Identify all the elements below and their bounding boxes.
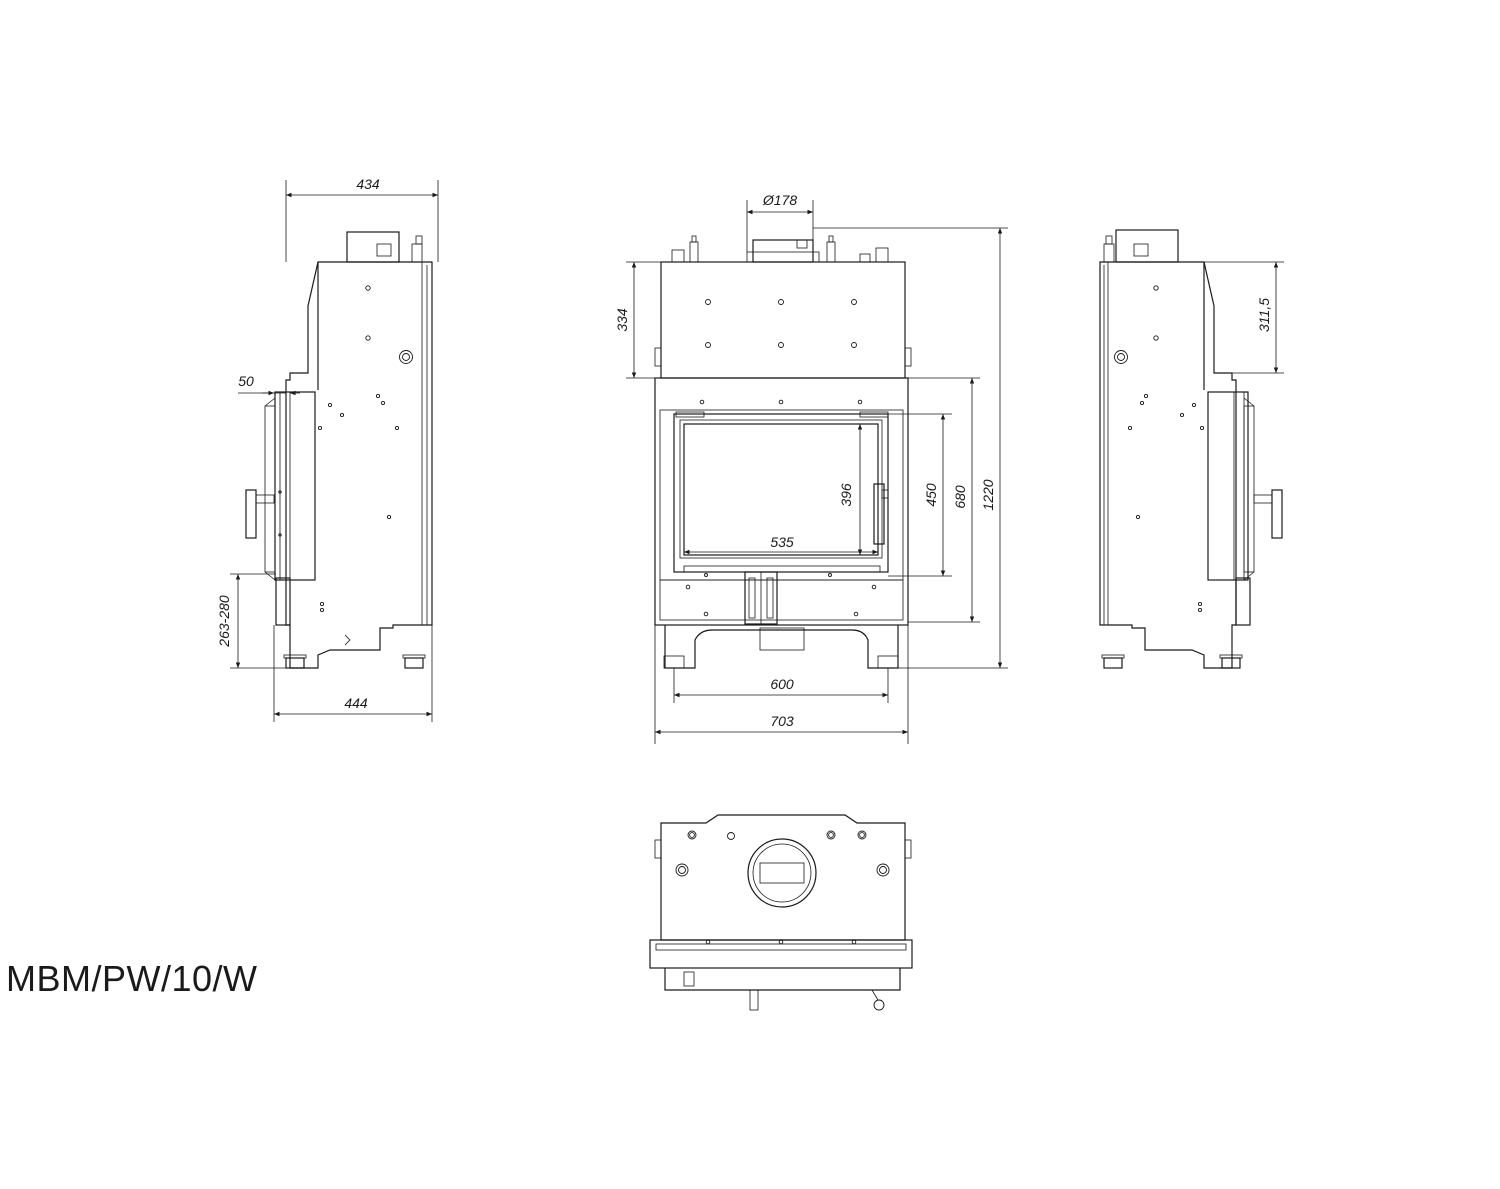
right-side-dimensions: 311,5 <box>1204 261 1284 374</box>
dim-total-height: 1220 <box>980 479 996 510</box>
dim-total-width: 703 <box>770 713 794 729</box>
right-side-view <box>1099 229 1283 669</box>
left-side-view <box>245 231 433 669</box>
model-name: MBM/PW/10/W <box>6 958 258 999</box>
dim-glass-height: 396 <box>838 483 854 507</box>
dim-side-depth-bottom: 444 <box>344 695 368 711</box>
dim-right-top-height: 311,5 <box>1256 298 1272 332</box>
front-dimensions: Ø178 334 396 450 680 1220 535 600 703 <box>614 192 1008 744</box>
left-side-dimensions: 434 50 263-280 444 <box>216 176 439 722</box>
dim-leg-spacing: 600 <box>770 676 794 692</box>
dim-top-section-height: 334 <box>614 308 630 332</box>
dim-glass-width: 535 <box>770 534 794 550</box>
top-view <box>649 814 913 1011</box>
dim-flue-diameter: Ø178 <box>762 192 797 208</box>
dim-door-height: 450 <box>923 483 939 507</box>
dim-front-frame-height: 680 <box>952 485 968 509</box>
dim-side-offset: 50 <box>238 373 254 389</box>
dim-side-leg-height: 263-280 <box>216 595 232 648</box>
dim-side-depth-top: 434 <box>356 176 380 192</box>
front-view <box>654 235 912 669</box>
